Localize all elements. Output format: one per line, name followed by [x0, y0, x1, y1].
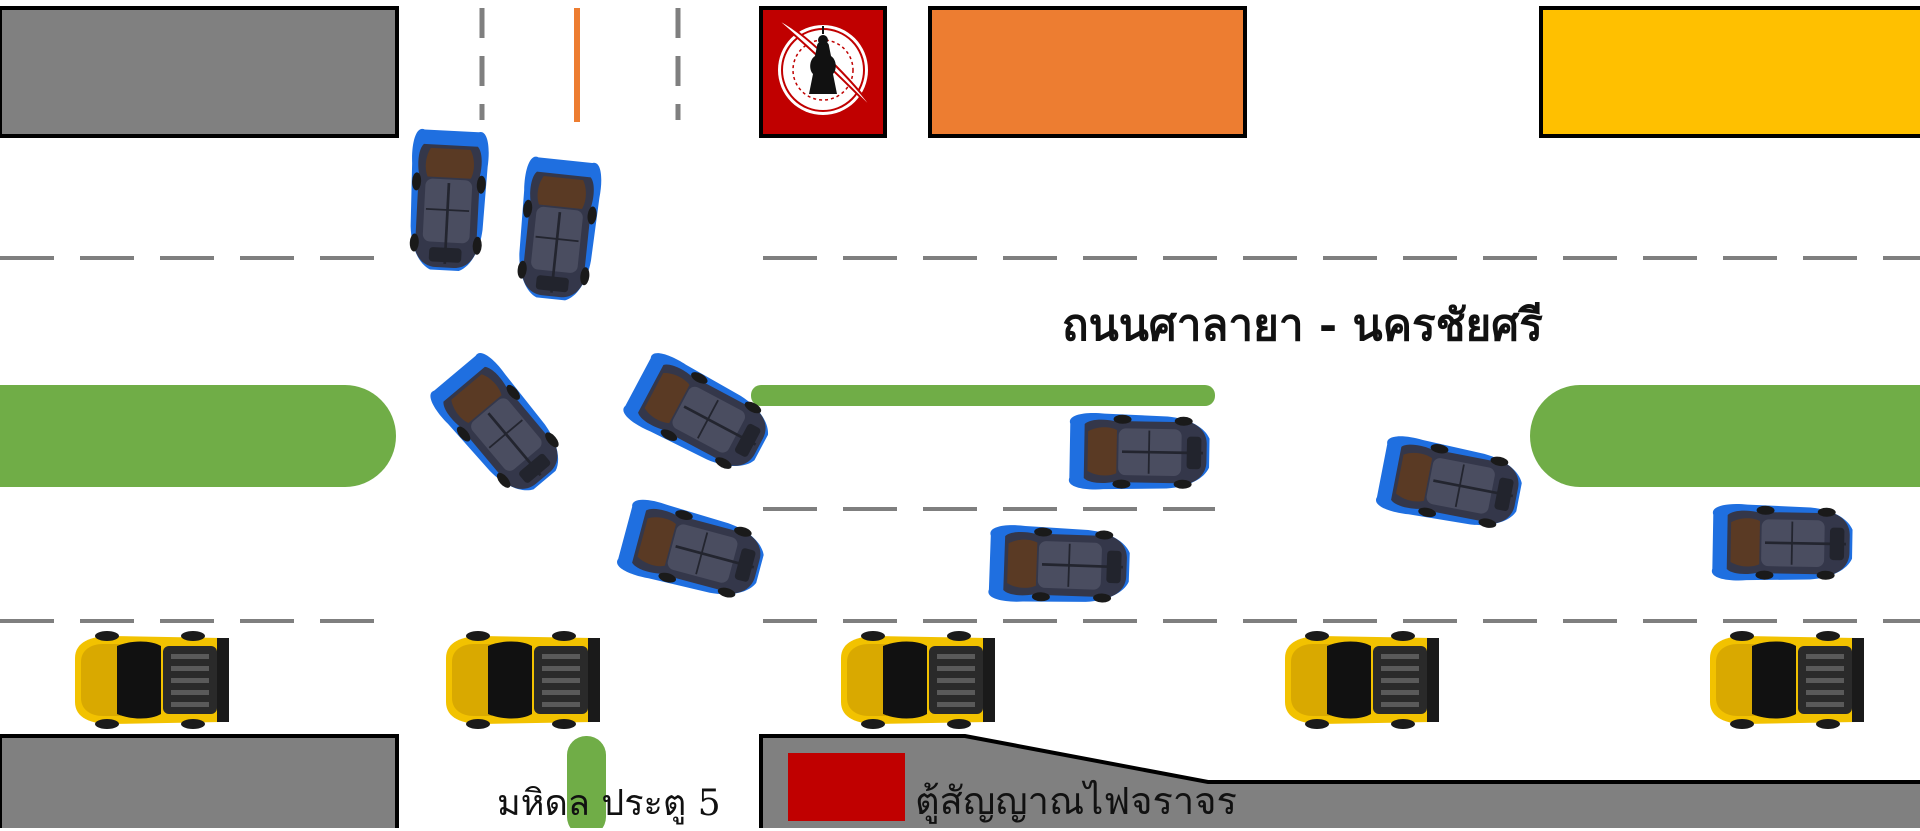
blue-car: [618, 346, 781, 483]
yellow-car: [1285, 631, 1439, 729]
building-gray-bottom-right: [759, 734, 1920, 828]
medians: [0, 385, 1920, 828]
lane-markings: [0, 256, 1920, 623]
buildings-top: [0, 6, 1920, 138]
blue-cars: [404, 127, 1855, 608]
gate-label: มหิดล ประตู 5: [497, 783, 721, 824]
blue-car: [1067, 411, 1212, 493]
building-orange: [928, 6, 1247, 138]
yellow-car: [1710, 631, 1864, 729]
blue-car: [986, 522, 1132, 607]
blue-car: [404, 127, 492, 274]
yellow-car: [841, 631, 995, 729]
road-name-label: ถนนศาลายา - นครชัยศรี: [1062, 300, 1543, 351]
signal-cabinet-label: ตู้สัญญาณไฟจราจร: [915, 779, 1237, 823]
median-center-strip: [751, 385, 1215, 406]
mahidol-seal-logo: [774, 17, 878, 115]
median-left: [0, 385, 396, 487]
blue-car: [613, 494, 772, 608]
blue-car: [423, 346, 576, 507]
yellow-car: [446, 631, 600, 729]
building-yellow: [1539, 6, 1920, 138]
buildings-bottom: [0, 734, 1920, 828]
building-gray-bottom-left: [0, 734, 399, 828]
building-gray-top-left: [0, 6, 399, 138]
blue-car: [511, 154, 605, 305]
yellow-car: [75, 631, 229, 729]
median-gate-post: [567, 736, 606, 828]
median-right: [1530, 385, 1920, 487]
gate-entrance-markings: [479, 8, 681, 122]
yellow-cars: [75, 631, 1864, 729]
signal-cabinet: [788, 753, 905, 821]
blue-car: [1710, 502, 1855, 584]
blue-car: [1372, 431, 1528, 537]
